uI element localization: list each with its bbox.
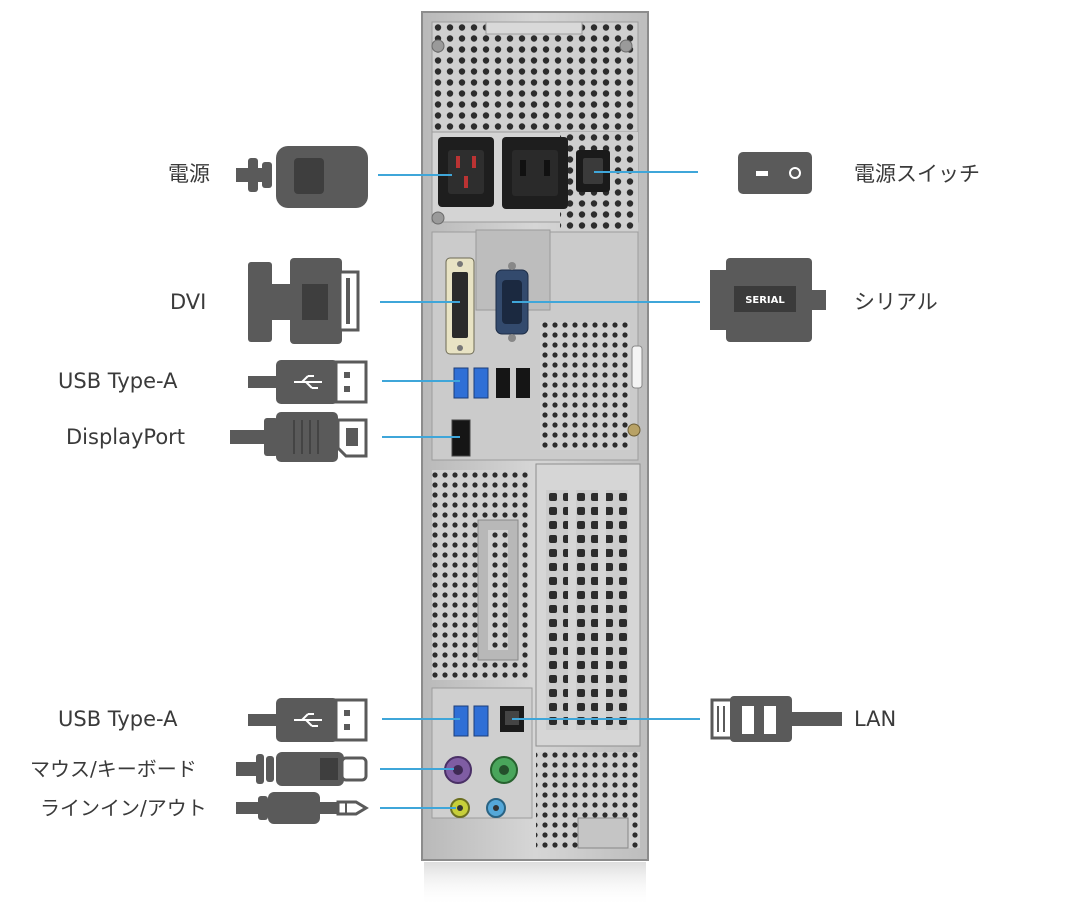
rocker-switch-icon <box>738 152 812 194</box>
ethernet-plug-icon <box>710 696 842 742</box>
label-displayport: DisplayPort <box>66 425 186 449</box>
label-line-in-out: ラインイン/アウト <box>40 796 207 820</box>
label-power-switch: 電源スイッチ <box>854 162 980 186</box>
usb-plug-icon-bottom <box>248 698 368 742</box>
label-serial: シリアル <box>854 290 938 314</box>
audio-jack-icon <box>236 792 369 824</box>
power-cable-icon <box>236 146 368 208</box>
label-mouse-keyboard: マウス/キーボード <box>30 757 197 781</box>
usb-symbol-icon <box>294 713 322 727</box>
usb-plug-icon-top <box>248 360 368 404</box>
ps2-plug-icon <box>236 752 368 786</box>
label-usb-type-a-bottom: USB Type-A <box>58 707 178 731</box>
pc-chassis <box>421 11 649 907</box>
serial-plug-text: SERIAL <box>745 295 785 306</box>
usb-symbol-icon <box>294 375 322 389</box>
dvi-connector-icon <box>248 258 360 344</box>
label-power: 電源 <box>168 162 210 186</box>
leader-lines <box>378 171 700 809</box>
label-dvi: DVI <box>170 290 207 314</box>
label-lan: LAN <box>854 707 897 731</box>
serial-connector-icon: SERIAL <box>710 258 826 342</box>
displayport-connector-icon <box>230 412 368 462</box>
label-usb-type-a-top: USB Type-A <box>58 369 178 393</box>
